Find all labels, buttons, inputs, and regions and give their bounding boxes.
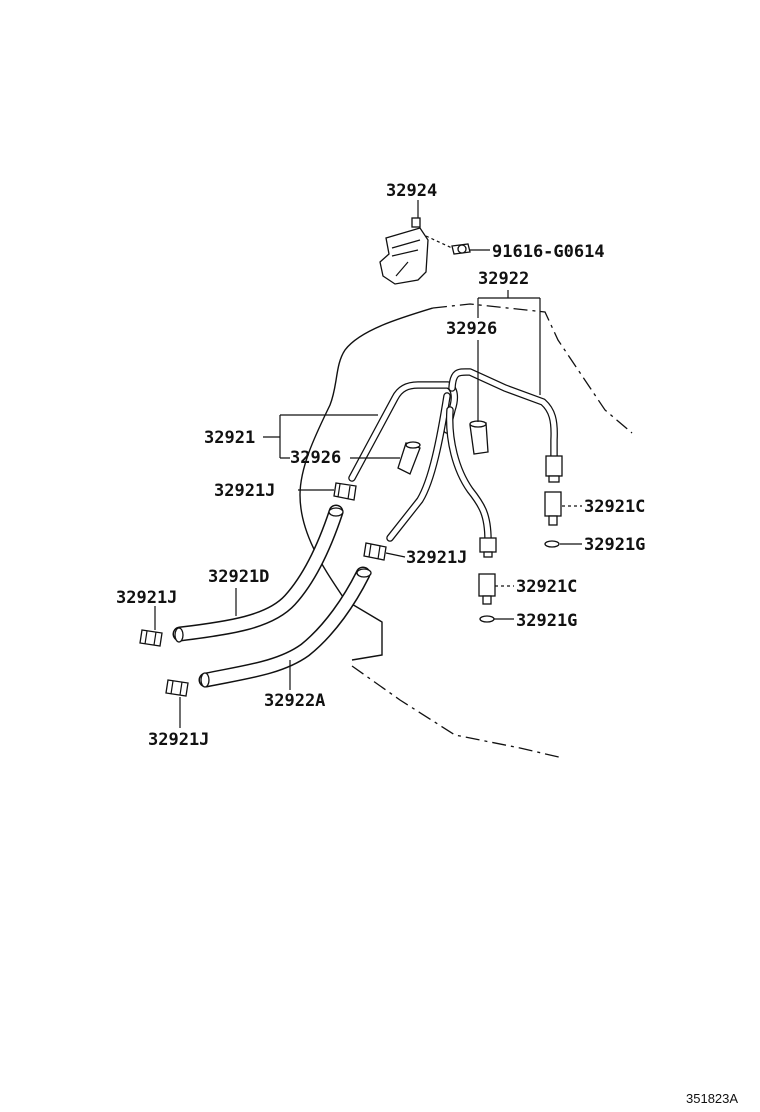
label-32921D: 32921D: [208, 567, 269, 587]
clamp-32921J-left[interactable]: [139, 629, 163, 647]
tube-assembly[interactable]: [348, 368, 558, 544]
union-32921C-mid[interactable]: [478, 573, 496, 605]
clamp-32921J-upper[interactable]: [333, 482, 357, 501]
label-32921J-bottom: 32921J: [148, 730, 209, 750]
fitting-right: [545, 455, 563, 483]
label-32921G-mid: 32921G: [516, 611, 577, 631]
label-32921C-mid: 32921C: [516, 577, 577, 597]
label-32921: 32921: [204, 428, 255, 448]
bracket-32924[interactable]: [379, 217, 429, 285]
fitting-mid: [479, 537, 497, 558]
label-32922A: 32922A: [264, 691, 325, 711]
gasket-32921G-mid[interactable]: [479, 615, 495, 623]
label-32921G-right: 32921G: [584, 535, 645, 555]
label-32921J-upper: 32921J: [214, 481, 275, 501]
label-32924: 32924: [386, 181, 437, 201]
reference-code: 351823A: [686, 1091, 738, 1106]
label-32922: 32922: [478, 269, 529, 289]
label-32926-upper: 32926: [446, 319, 497, 339]
sleeve-32926-upper[interactable]: [469, 420, 489, 455]
label-32921J-left: 32921J: [116, 588, 177, 608]
clamp-32921J-bottom[interactable]: [165, 679, 189, 697]
hose-32922A[interactable]: [198, 566, 372, 688]
label-32921J-mid: 32921J: [406, 548, 467, 568]
hose-32921D[interactable]: [172, 504, 344, 643]
bolt-91616[interactable]: [451, 243, 471, 255]
label-32921C-right: 32921C: [584, 497, 645, 517]
gasket-32921G-right[interactable]: [544, 540, 560, 548]
label-32926-lower: 32926: [290, 448, 341, 468]
union-32921C-right[interactable]: [544, 491, 562, 526]
leader-lines: [154, 340, 582, 728]
label-91616-G0614: 91616-G0614: [492, 242, 605, 262]
sleeve-32926-lower[interactable]: [397, 441, 421, 475]
clamp-32921J-mid[interactable]: [363, 542, 387, 561]
